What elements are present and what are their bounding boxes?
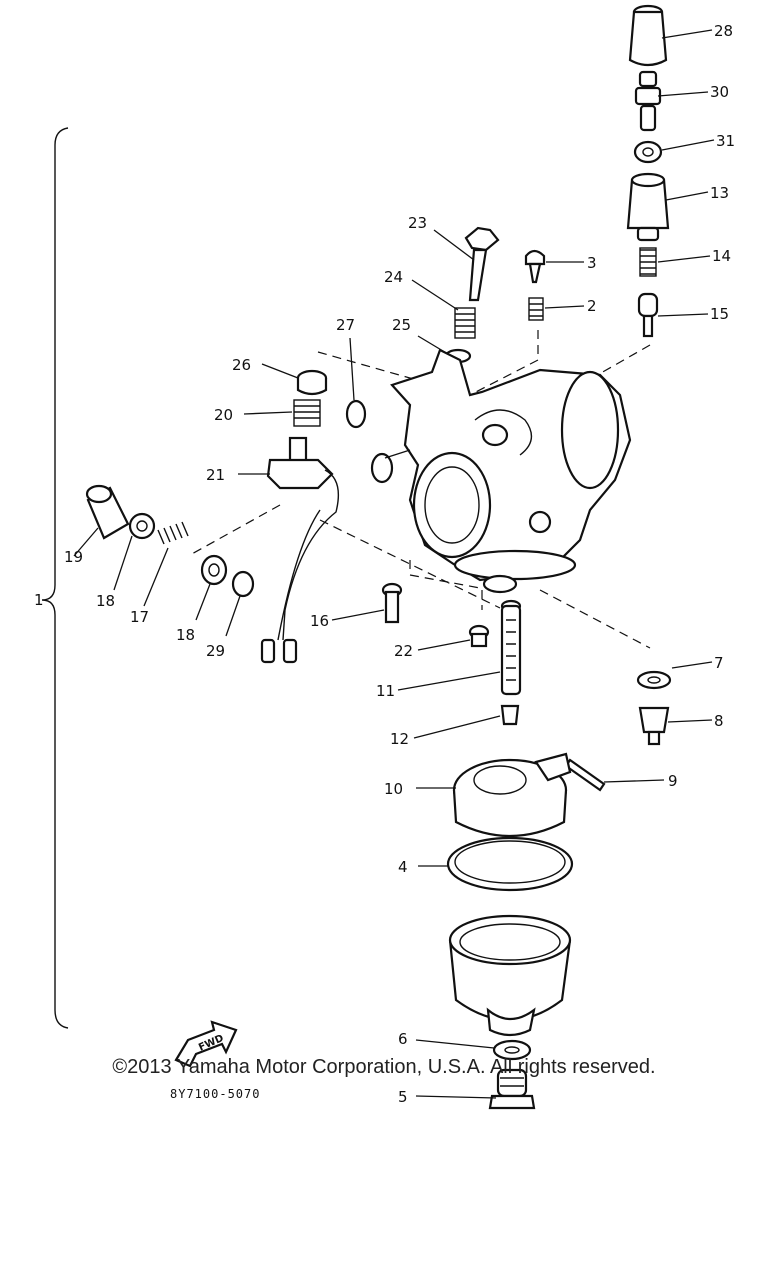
part-9-pin (564, 758, 606, 792)
part-23-screw (464, 226, 500, 302)
callout-4: 4 (398, 858, 408, 876)
exploded-parts-diagram: 28 30 31 13 14 15 23 3 2 24 25 27 26 20 … (34, 4, 735, 1110)
float-bowl (448, 914, 572, 1037)
callout-22: 22 (394, 642, 413, 660)
part-14-spring (639, 247, 657, 277)
callout-6: 6 (398, 1030, 408, 1048)
part-28-cap (628, 4, 668, 67)
part-29-washer (231, 570, 255, 598)
callout-2: 2 (587, 297, 597, 315)
part-12-jet (500, 704, 520, 726)
part-5-drain-plug (488, 1068, 536, 1110)
part-7-washer (636, 670, 672, 690)
leader-lines (73, 29, 715, 1099)
part-27-washer (345, 399, 367, 429)
callout-1: 1 (34, 591, 44, 609)
callout-10: 10 (384, 780, 403, 798)
callout-9: 9 (668, 772, 678, 790)
part-18-bushing-lower (200, 554, 228, 586)
part-2-spring (528, 297, 544, 321)
part-31-nut (633, 140, 663, 164)
part-20-spring (293, 399, 321, 427)
callout-15: 15 (710, 305, 729, 323)
callout-8: 8 (714, 712, 724, 730)
part-3-screw (524, 249, 546, 284)
callout-31: 31 (716, 132, 735, 150)
callout-28: 28 (714, 22, 733, 40)
callout-14: 14 (712, 247, 731, 265)
part-19-cap (85, 484, 130, 540)
copyright-notice: ©2013 Yamaha Motor Corporation, U.S.A. A… (112, 1056, 656, 1078)
callout-25: 25 (392, 316, 411, 334)
callout-13: 13 (710, 184, 729, 202)
callout-29: 29 (206, 642, 225, 660)
part-22-nut (468, 624, 490, 648)
callout-30: 30 (710, 83, 729, 101)
part-30-fitting (634, 70, 662, 132)
callout-24: 24 (384, 268, 403, 286)
callout-26: 26 (232, 356, 251, 374)
part-8-jet (638, 706, 670, 746)
part-18-bushing (128, 512, 156, 540)
drawing-number: 8Y7100-5070 (170, 1087, 260, 1101)
part-11-tube (500, 599, 522, 696)
carburetor-body (370, 348, 632, 594)
callout-20: 20 (214, 406, 233, 424)
part-24-spring (454, 307, 476, 339)
callout-21: 21 (206, 466, 225, 484)
callout-18-lower: 18 (176, 626, 195, 644)
part-17-spring (157, 521, 189, 545)
callout-17: 17 (130, 608, 149, 626)
part-4-gasket (446, 836, 574, 892)
callout-5: 5 (398, 1088, 408, 1106)
part-13-fitting (626, 172, 670, 242)
callout-23: 23 (408, 214, 427, 232)
part-26-cap (296, 369, 328, 396)
callout-27: 27 (336, 316, 355, 334)
callout-labels: 28 30 31 13 14 15 23 3 2 24 25 27 26 20 … (34, 22, 735, 1106)
part-6-washer (492, 1039, 532, 1061)
callout-19: 19 (64, 548, 83, 566)
callout-12: 12 (390, 730, 409, 748)
callout-7: 7 (714, 654, 724, 672)
callout-3: 3 (587, 254, 597, 272)
part-16-screw (381, 582, 403, 624)
callout-11: 11 (376, 682, 395, 700)
assembly-bracket (41, 127, 69, 1029)
part-21-choke-lever (260, 436, 340, 664)
part-10-float (452, 752, 572, 837)
callout-18: 18 (96, 592, 115, 610)
callout-16: 16 (310, 612, 329, 630)
part-15-plunger (637, 292, 659, 338)
